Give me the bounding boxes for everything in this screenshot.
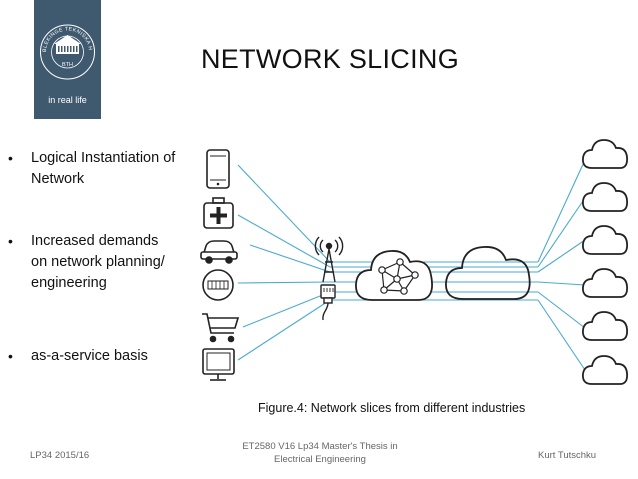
shopping-cart-icon xyxy=(202,313,240,343)
slice-cloud-icon xyxy=(582,139,629,169)
footer-course-title: ET2580 V16 Lp34 Master's Thesis in Elect… xyxy=(242,441,398,465)
network-mesh-cloud-icon xyxy=(355,250,433,301)
antenna-icon xyxy=(314,236,344,283)
bullet-text: Logical Instantiation of Network xyxy=(31,150,176,187)
slice-cloud-icon xyxy=(582,225,629,255)
footer-course-period: LP34 2015/16 xyxy=(30,450,90,461)
slice-cloud-icon xyxy=(582,268,629,298)
footer-author: Kurt Tutschku xyxy=(538,450,597,461)
meter-icon xyxy=(202,269,234,301)
car-icon xyxy=(200,240,238,264)
university-seal-icon: BLEKINGE TEKNISKA HÖGSKOLA BTH xyxy=(34,0,95,80)
bullet-dot: • xyxy=(8,150,13,166)
bullet-text: Increased demands on network planning/ e… xyxy=(31,233,165,291)
logo-abbrev: BTH xyxy=(62,62,73,68)
core-cloud-icon xyxy=(445,246,531,300)
logo-tagline: in real life xyxy=(48,95,87,105)
monitor-icon xyxy=(202,348,235,381)
university-logo: BLEKINGE TEKNISKA HÖGSKOLA BTH in real l… xyxy=(34,0,101,119)
slice-lines xyxy=(237,159,586,371)
figure-caption: Figure.4: Network slices from different … xyxy=(258,401,526,415)
bullet-dot: • xyxy=(8,348,13,364)
slide-title: NETWORK SLICING xyxy=(200,44,460,74)
ethernet-plug-icon xyxy=(320,284,336,321)
medical-kit-icon xyxy=(203,197,234,229)
bullet-text: as-a-service basis xyxy=(31,348,148,364)
smartphone-icon xyxy=(206,149,230,189)
bullet-dot: • xyxy=(8,233,13,249)
slice-cloud-icon xyxy=(582,182,629,212)
slice-cloud-icon xyxy=(582,355,629,385)
slice-cloud-icon xyxy=(582,311,629,341)
